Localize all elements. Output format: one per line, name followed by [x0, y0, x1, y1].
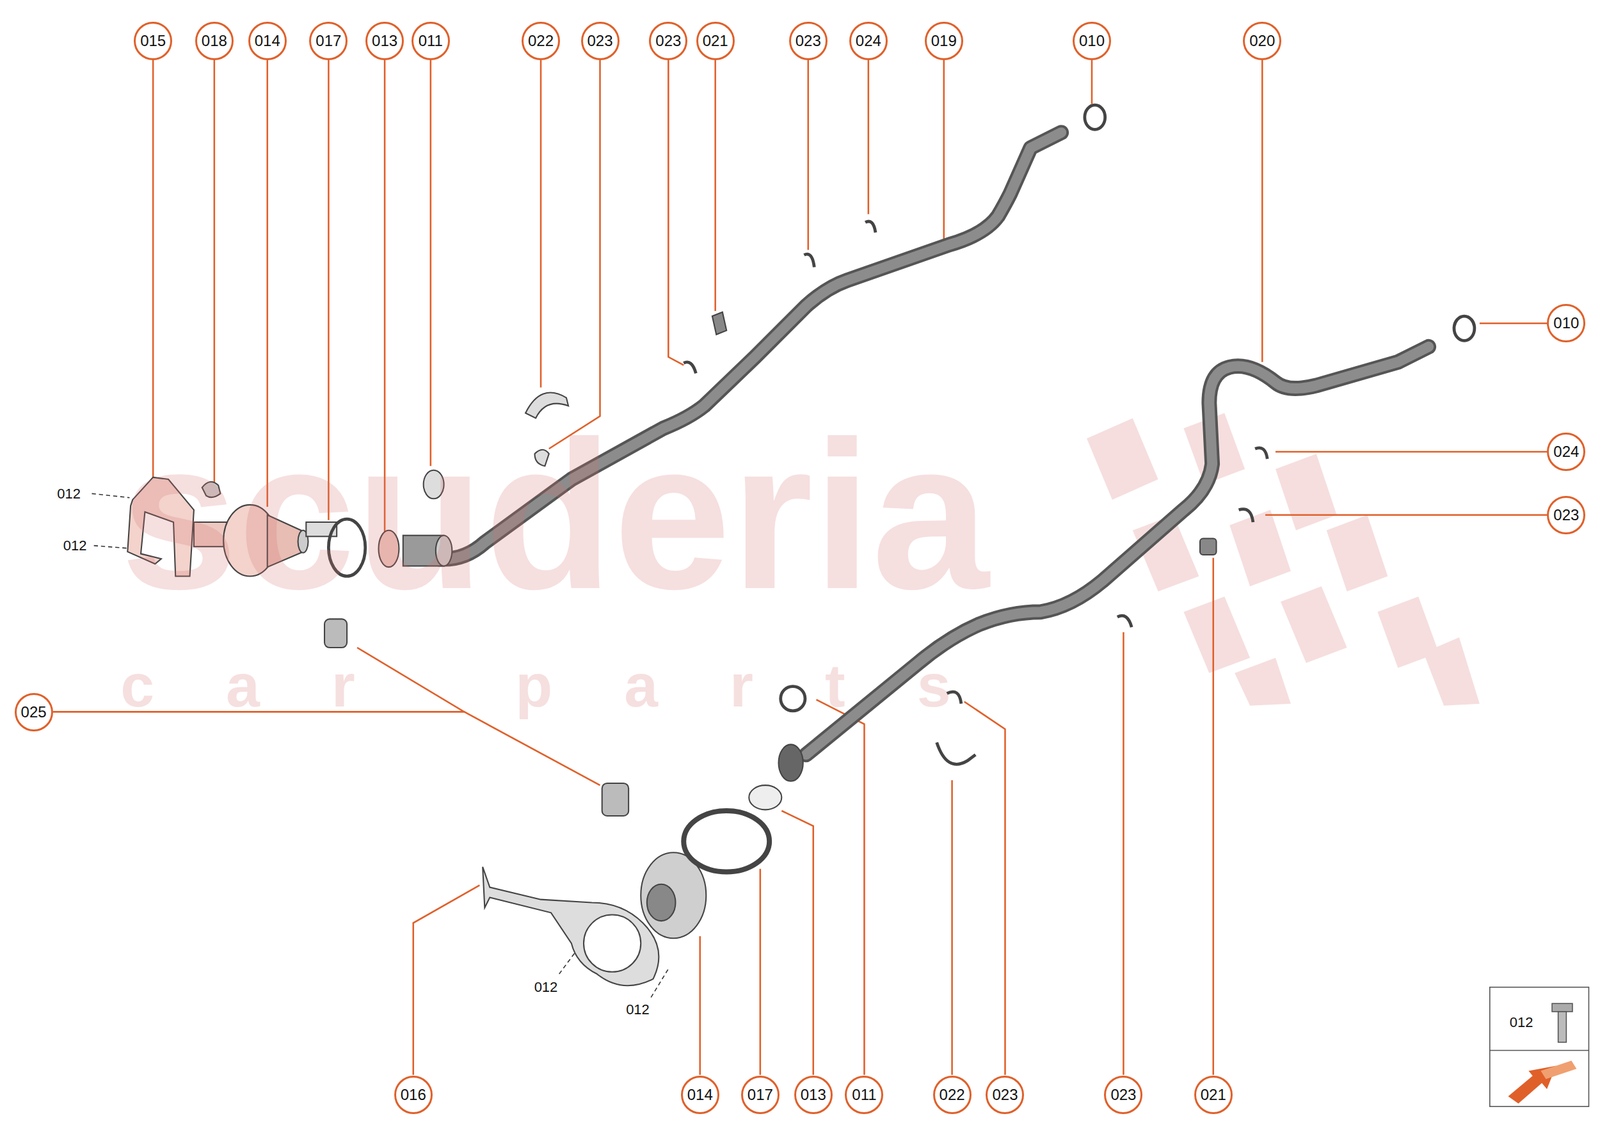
callout-number: 013 [371, 32, 398, 50]
callout-number: 014 [687, 1086, 713, 1104]
callout-number: 021 [1200, 1086, 1227, 1104]
callout-circle: 023 [1104, 1075, 1143, 1115]
callout-circle: 022 [521, 21, 560, 61]
callout-number: 011 [418, 32, 443, 50]
bolt-ref: 012 [63, 537, 88, 555]
callout-number: 019 [931, 32, 957, 50]
callout-circle: 013 [794, 1075, 833, 1115]
legend-text: 012 [1509, 1014, 1534, 1032]
callout-number: 015 [140, 32, 166, 50]
callout-circle: 015 [133, 21, 173, 61]
callout-circle: 024 [849, 21, 888, 61]
callout-circle: 017 [741, 1075, 780, 1115]
callout-circle: 010 [1072, 21, 1112, 61]
callout-circle: 021 [1194, 1075, 1233, 1115]
callout-number: 023 [992, 1086, 1018, 1104]
callout-number: 010 [1553, 314, 1579, 333]
bolt-ref: 012 [534, 979, 559, 996]
callout-circle: 023 [985, 1075, 1024, 1115]
callout-number: 010 [1079, 32, 1105, 50]
callout-circle: 016 [394, 1075, 433, 1115]
callout-circle: 011 [411, 21, 450, 61]
callout-circle: 024 [1546, 432, 1586, 472]
callout-circle: 018 [195, 21, 234, 61]
callout-circle: 014 [248, 21, 287, 61]
callout-circle: 017 [309, 21, 348, 61]
callout-number: 025 [21, 703, 47, 722]
callout-circle: 023 [581, 21, 620, 61]
callout-number: 024 [1553, 442, 1579, 461]
callout-number: 023 [1553, 506, 1579, 525]
callout-number: 016 [400, 1086, 427, 1104]
callout-circle: 010 [1546, 304, 1586, 343]
callout-number: 020 [1249, 32, 1275, 50]
callout-circle: 022 [933, 1075, 972, 1115]
callout-number: 017 [315, 32, 342, 50]
leader-lines [53, 60, 1547, 1076]
callout-circle: 023 [1546, 496, 1586, 535]
callout-circle: 023 [648, 21, 688, 61]
callout-number: 021 [702, 32, 729, 50]
callout-number: 022 [939, 1086, 966, 1104]
callout-circle: 019 [924, 21, 964, 61]
callout-number: 023 [586, 32, 613, 50]
watermark: car parts [120, 650, 1023, 721]
callout-number: 023 [1110, 1086, 1136, 1104]
callout-number: 022 [528, 32, 554, 50]
callout-circle: 021 [696, 21, 735, 61]
callout-circle: 014 [680, 1075, 720, 1115]
callout-circle: 025 [14, 693, 54, 732]
legend-box [1489, 987, 1590, 1107]
callout-circle: 011 [844, 1075, 884, 1115]
callout-number: 017 [747, 1086, 774, 1104]
watermark: scuderia [120, 393, 989, 637]
bolt-ref: 012 [625, 1001, 650, 1019]
callout-circle: 013 [365, 21, 404, 61]
callout-number: 011 [851, 1086, 877, 1104]
callout-number: 023 [655, 32, 681, 50]
callout-number: 024 [855, 32, 882, 50]
callout-circle: 020 [1242, 21, 1282, 61]
callout-number: 013 [800, 1086, 827, 1104]
callout-number: 014 [254, 32, 281, 50]
callout-number: 023 [795, 32, 822, 50]
watermark-checker [1086, 412, 1480, 706]
callout-circle: 023 [789, 21, 828, 61]
bolt-ref: 012 [56, 485, 81, 503]
callout-number: 018 [201, 32, 228, 50]
